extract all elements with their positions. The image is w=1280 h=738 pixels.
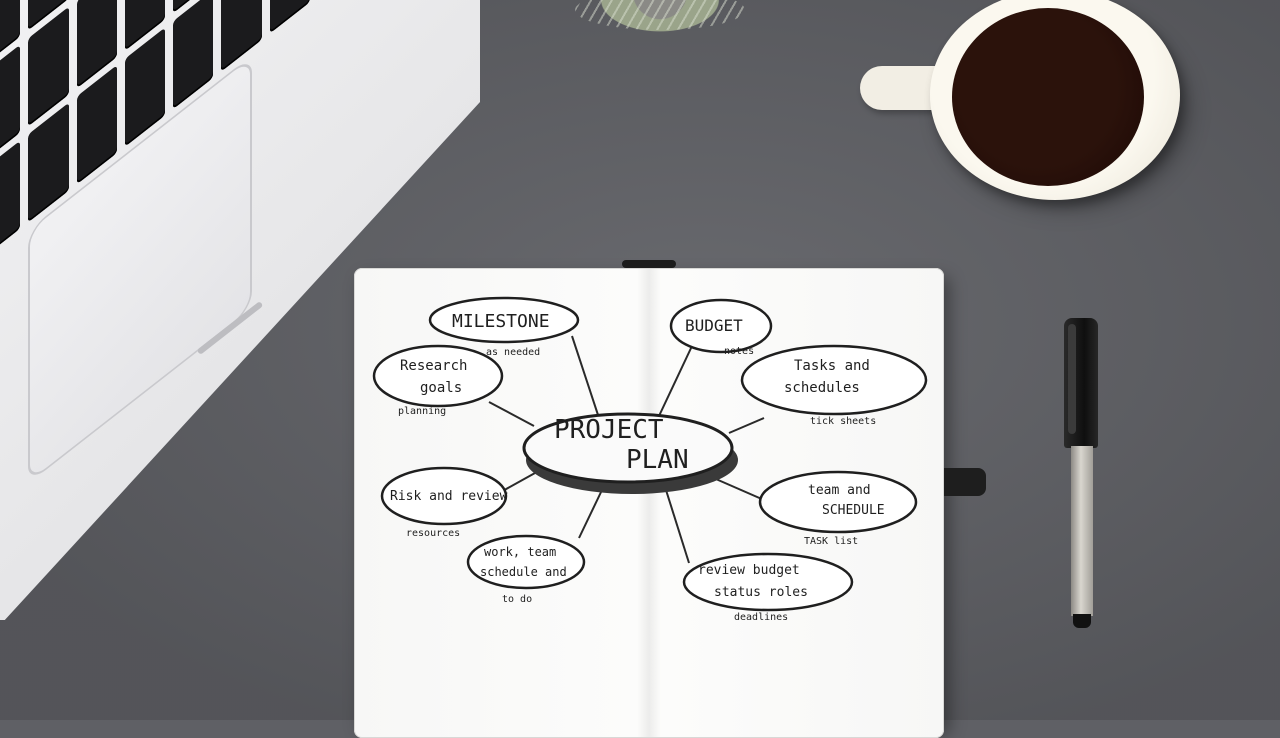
node-label-2: status roles [714,585,808,600]
node-shape [372,344,504,408]
pen-body [1071,446,1093,616]
connector [571,335,600,419]
node-label-1: Research [400,358,467,374]
center-node: PROJECT PLAN [522,412,738,494]
node-milestone: MILESTONE as needed [428,296,580,358]
connector [708,475,765,501]
node-note: TASK list [804,536,858,547]
mind-map: PROJECT PLAN MILESTONE as needed BUDGET … [372,296,928,623]
center-line-2: PLAN [626,445,689,475]
node-note: to do [502,594,532,605]
node-note: as needed [486,347,540,358]
node-shape [669,298,773,354]
key [269,0,310,34]
node-note: deadlines [734,612,788,623]
node-shape [740,344,928,416]
node-label-1: work, team [484,545,556,559]
connector [488,401,535,427]
node-label-2: schedules [784,380,860,396]
node-shape [380,466,508,526]
node-tasks: Tasks and schedules tick sheets [740,344,928,427]
node-note: resources [406,528,460,539]
node-label: Risk and review [390,489,508,504]
connector [658,345,693,417]
key [221,0,262,72]
key [0,140,21,260]
node-label-1: Tasks and [794,358,870,374]
node-note: tick sheets [810,416,876,427]
node-shape [428,296,580,344]
node-risk: Risk and review resources [380,466,508,539]
notebook-ribbon [622,260,676,268]
connector [728,417,765,434]
node-label-1: team and [808,483,871,498]
center-node-shape [522,412,734,484]
node-review: review budget status roles deadlines [682,552,854,623]
connectors [488,335,765,564]
node-shape [682,552,854,612]
center-line-1: PROJECT [554,415,664,445]
node-team: team and SCHEDULE TASK list [758,470,918,547]
pen-tip [1073,614,1091,628]
connector [578,489,603,539]
node-label-2: goals [420,380,462,396]
node-shape [758,470,918,534]
node-label: BUDGET [685,316,743,335]
pen-clip [1068,324,1076,434]
node-label-2: schedule and [480,565,567,579]
node-research: Research goals planning [372,344,504,417]
node-label-2: SCHEDULE [822,503,885,518]
node-budget: BUDGET notes [669,298,773,357]
node-label-1: review budget [698,563,800,578]
coffee-liquid [952,8,1144,186]
connector [665,489,690,564]
node-shape [466,534,586,590]
notebook-clasp [944,468,986,496]
node-note: planning [398,406,446,417]
node-note: notes [724,346,754,357]
node-work: work, team schedule and to do [466,534,586,605]
pen [1064,318,1098,628]
node-label: MILESTONE [452,311,550,332]
